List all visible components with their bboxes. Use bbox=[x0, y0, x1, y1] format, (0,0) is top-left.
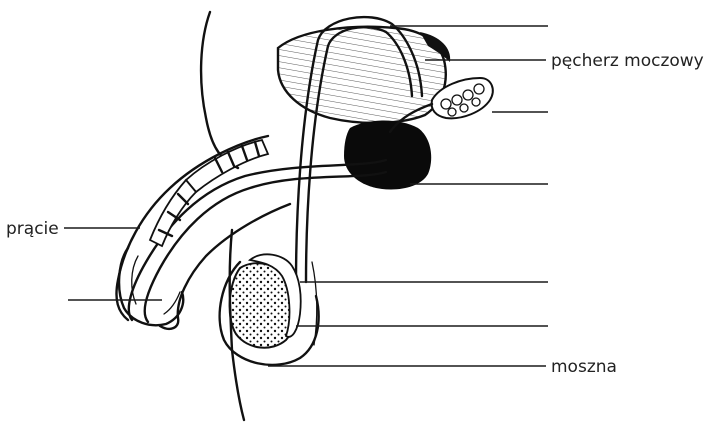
body-outline-upper bbox=[201, 12, 238, 168]
label-penis: prącie bbox=[6, 219, 59, 239]
label-bladder: pęcherz moczowy bbox=[551, 51, 704, 71]
prostate-shape bbox=[344, 121, 431, 190]
label-scrotum: moszna bbox=[551, 357, 617, 377]
